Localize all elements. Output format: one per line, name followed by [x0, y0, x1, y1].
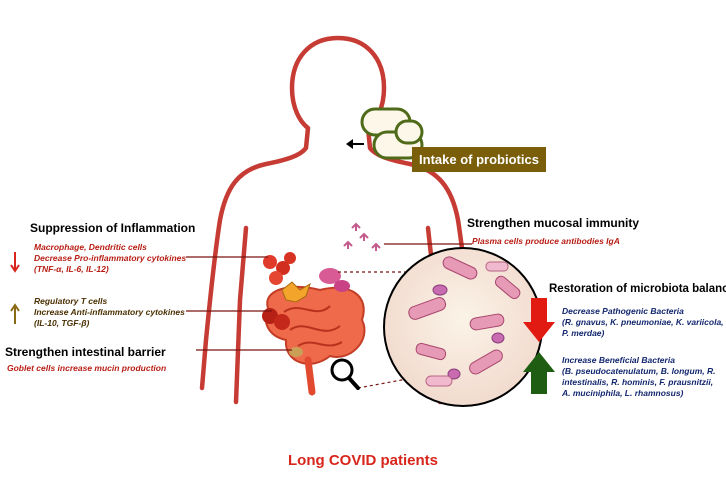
antibody-markers: [343, 222, 381, 251]
red-blood-cells: [262, 252, 296, 330]
magnifier-icon: [330, 358, 360, 390]
decrease-pathogenic-title: Decrease Pathogenic Bacteria: [562, 306, 684, 316]
microbiota-title: Restoration of microbiota balance: [549, 283, 726, 295]
beneficial-list-3: A. muciniphila, L. rhamnosus): [562, 388, 684, 398]
regulatory-t-cells-text: Regulatory T cells: [34, 296, 108, 306]
intestine-illustration: [264, 285, 366, 396]
goblet-cells-text: Goblet cells increase mucin production: [7, 363, 167, 373]
footer-title: Long COVID patients: [288, 452, 438, 469]
pro-cytokines-list: (TNF-α, IL-6, IL-12): [34, 264, 109, 274]
microbiota-zoom-circle: [383, 247, 543, 407]
immune-cells: [281, 268, 350, 357]
increase-beneficial-arrow: [523, 352, 555, 394]
probiotics-intake-badge: Intake of probiotics: [412, 147, 546, 172]
probiotic-capsules-icon: [360, 107, 424, 160]
pro-inflammatory-text: Decrease Pro-inflammatory cytokines: [34, 253, 187, 263]
inflammation-title: Suppression of Inflammation: [30, 221, 196, 235]
decrease-pathogenic-arrow: [523, 298, 555, 342]
pathogenic-list-2: P. merdae): [562, 328, 605, 338]
plasma-cells-text: Plasma cells produce antibodies IgA: [472, 236, 620, 246]
intake-arrow: [346, 139, 364, 149]
barrier-title: Strengthen intestinal barrier: [5, 345, 166, 359]
pathogenic-list-1: (R. gnavus, K. pneumoniae, K. variicola,: [562, 317, 724, 327]
mucosal-immunity-title: Strengthen mucosal immunity: [467, 216, 640, 230]
anti-inflammatory-text: Increase Anti-inflammatory cytokines: [34, 307, 185, 317]
pro-inflammatory-down-arrow: [10, 252, 20, 273]
anti-cytokines-list: (IL-10, TGF-β): [34, 318, 90, 328]
beneficial-list-2: intestinalis, R. hominis, F. prausnitzii…: [562, 377, 714, 387]
increase-beneficial-title: Increase Beneficial Bacteria: [562, 355, 675, 365]
beneficial-list-1: (B. pseudocatenulatum, B. longum, R.: [562, 366, 716, 376]
macrophage-text: Macrophage, Dendritic cells: [34, 242, 147, 252]
anti-inflammatory-up-arrow: [10, 303, 20, 324]
